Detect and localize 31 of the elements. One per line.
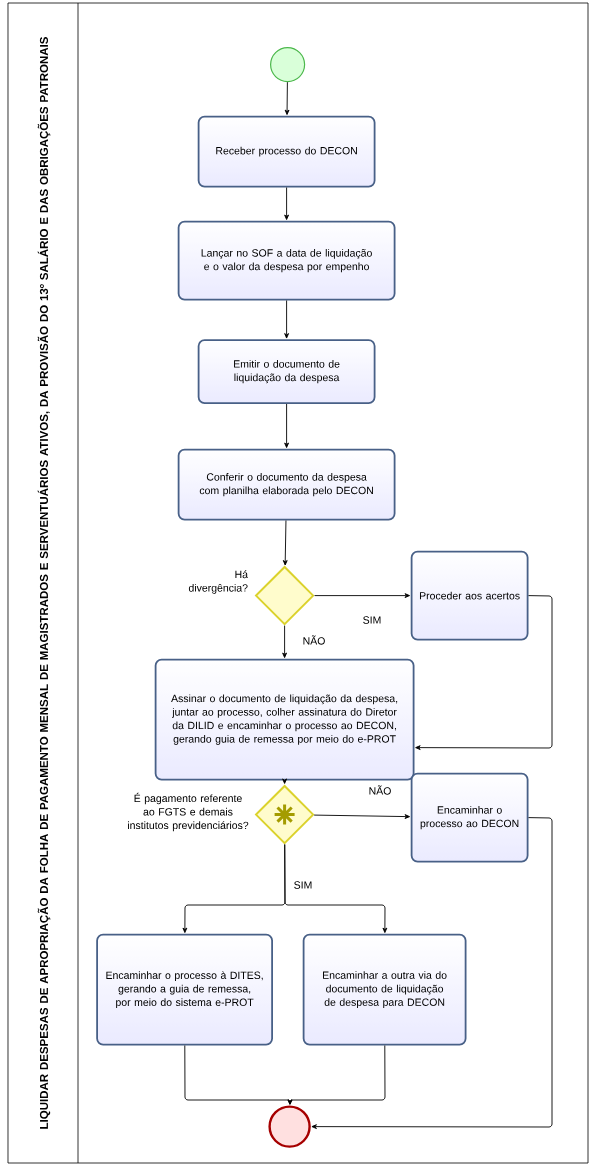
arrow [284,187,289,220]
arrow [282,778,287,784]
arrow [314,593,410,598]
arrow [282,520,288,566]
arrow [284,844,388,933]
task-box: Lançar no SOF a data de liquidação e o valor da despesa por empenho [177,220,396,301]
lane-title: LIQUIDAR DESPESAS DE APROPRIAÇÃO DA FOLHA DE PAGAMENTO MENSAL DE MAGISTRADOS E SERVENTUÁRIOS ATIVOS, DA PROVISÃO DO 13º SALÁRIO E DAS OBRIGAÇÕES PATRONAIS [37,37,51,1129]
edge-label: SIM [361,615,383,625]
question-text: Há divergência? [188,570,248,594]
task-box: Encaminhar o processo à DITES, gerando a guia de remessa, por meio do sistema e-PROT [96,933,273,1046]
task-box: Encaminhar o processo ao DECON [410,772,529,863]
task-box: Proceder aos acertos [410,550,529,641]
task-box: Conferir o documento da despesa com planilha elaborada pelo DECON [177,448,396,521]
arrow [282,625,287,658]
arrow [284,300,289,339]
edge-label: NÃO [301,634,327,646]
start-event [270,47,306,83]
task-box: Encaminhar a outra via do documento de liquidação de despesa para DECON [302,933,467,1046]
arrow [287,1045,386,1105]
task-box: Emitir o documento de liquidação da despesa [197,339,376,404]
arrow [284,81,290,115]
arrow [284,403,289,448]
end-event [268,1105,311,1148]
edge-label: SIM [292,880,314,890]
arrow [415,595,553,751]
question-text: É pagamento referente ao FGTS e demais institutos previdenciários? [128,792,249,832]
task-box: Receber processo do DECON [197,115,376,188]
arrow [311,817,553,1129]
arrow [313,814,410,819]
edge-label: NÃO [367,784,393,796]
task-box: Assinar o documento de liquidação da despesa, juntar ao processo, colher assinatura do Diretor da DILID e encaminhar o processo ao DECON, gerando guia de remessa por meio do e-PROT [154,658,415,781]
